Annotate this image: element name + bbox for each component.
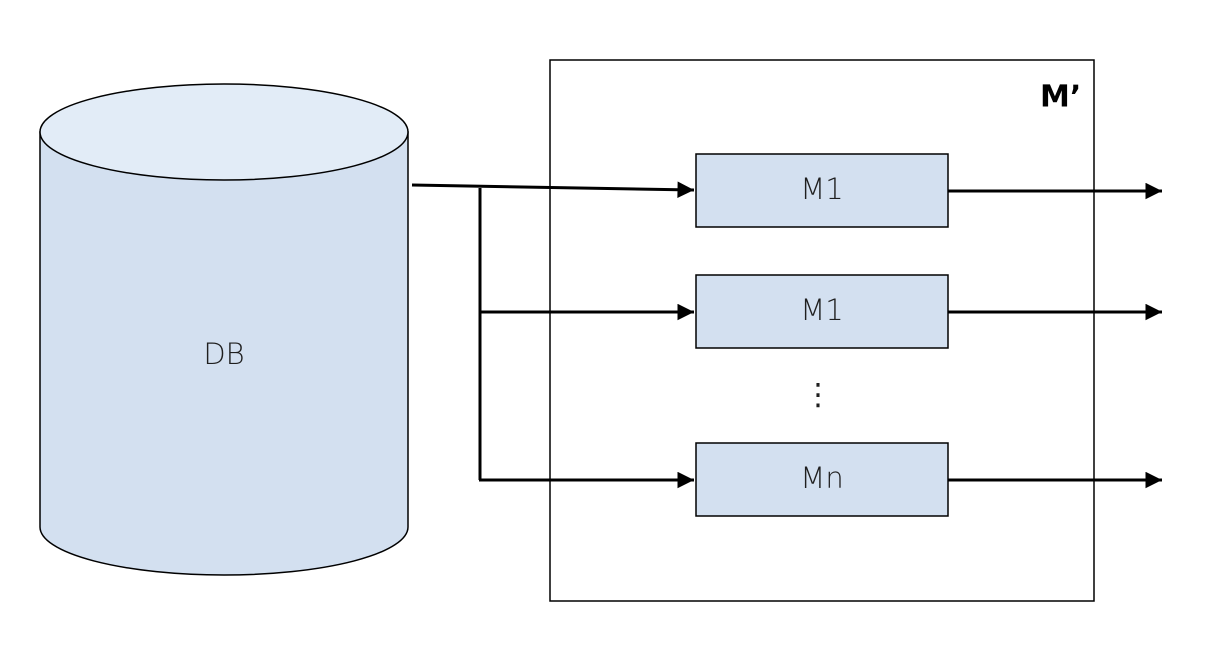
container-frame — [549, 59, 1095, 602]
output-arrows — [948, 182, 1162, 489]
cylinder-top — [39, 83, 409, 181]
input-connectors — [411, 181, 695, 489]
model-box-n: Mn — [695, 442, 949, 517]
model-label: Mn — [800, 461, 843, 495]
database-cylinder: DB — [39, 83, 409, 576]
model-box-rect — [695, 274, 949, 349]
ensemble-container: M’ — [549, 59, 1095, 602]
ellipsis-dots: ⋮ — [803, 378, 833, 413]
model-label: M1 — [800, 172, 843, 206]
model-box-rect — [695, 442, 949, 517]
db-output-line — [411, 181, 695, 198]
model-box-1: M1 — [695, 153, 949, 228]
model-label: M1 — [800, 293, 843, 327]
cylinder-body — [39, 131, 409, 576]
container-title: M’ — [1040, 80, 1081, 115]
model-box-2: M1 — [695, 274, 949, 349]
database-label: DB — [203, 337, 244, 371]
